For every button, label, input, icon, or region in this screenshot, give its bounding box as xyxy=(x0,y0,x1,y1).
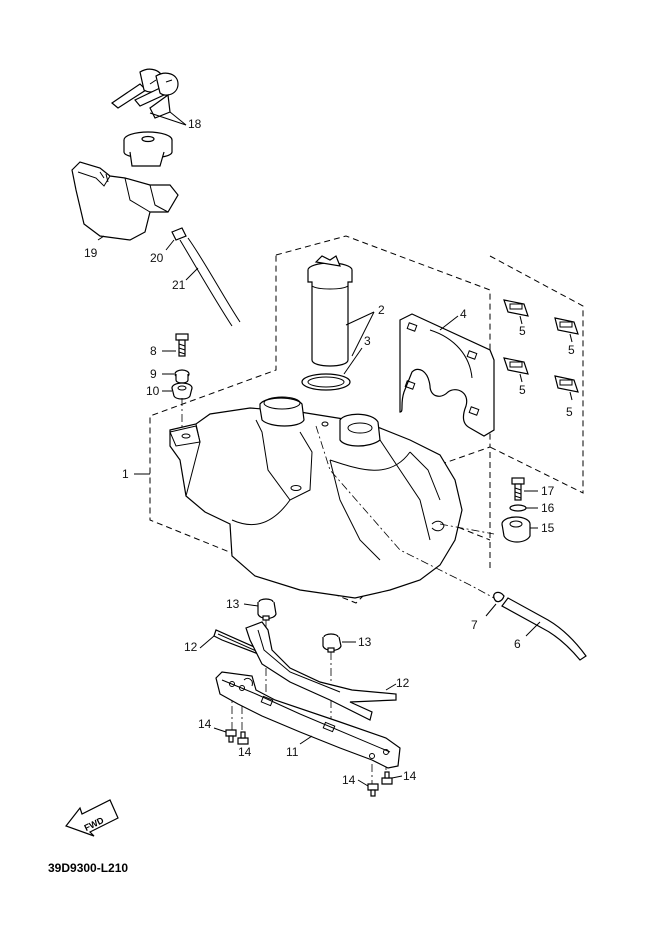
bolt-14-d xyxy=(381,771,393,785)
washer-9 xyxy=(174,369,190,384)
label-13-a: 13 xyxy=(226,597,240,611)
hose-clamp-7 xyxy=(493,591,505,603)
lock-cap xyxy=(123,131,173,167)
label-5-c: 5 xyxy=(519,383,526,397)
label-10: 10 xyxy=(146,384,160,398)
bracket-19 xyxy=(71,161,179,241)
label-12-a: 12 xyxy=(184,640,198,654)
label-5-d: 5 xyxy=(566,405,573,419)
grommet-group-outline xyxy=(439,452,491,568)
label-5-b: 5 xyxy=(568,343,575,357)
bracket-plate-11 xyxy=(215,671,401,769)
label-1: 1 xyxy=(122,467,129,481)
label-14-b: 14 xyxy=(238,745,252,759)
grommet-15 xyxy=(501,516,531,543)
label-12-b: 12 xyxy=(396,676,410,690)
clip-group-outline xyxy=(489,255,584,494)
label-21: 21 xyxy=(172,278,186,292)
gasket-plate xyxy=(399,313,495,437)
label-13-b: 13 xyxy=(358,635,372,649)
bolt-14-b xyxy=(237,731,249,745)
label-14-c: 14 xyxy=(342,773,356,787)
label-7: 7 xyxy=(471,618,478,632)
label-19: 19 xyxy=(84,246,98,260)
label-14-a: 14 xyxy=(198,717,212,731)
clip-4 xyxy=(554,375,579,393)
clip-2 xyxy=(554,317,579,335)
label-6: 6 xyxy=(514,637,521,651)
bolt-8 xyxy=(175,333,189,357)
grommet-10 xyxy=(171,382,193,400)
label-11: 11 xyxy=(286,745,299,759)
label-8: 8 xyxy=(150,344,157,358)
washer-16 xyxy=(509,504,527,512)
rubber-strip-12-b xyxy=(245,621,397,721)
label-4: 4 xyxy=(460,307,467,321)
forward-arrow-icon: FWD xyxy=(65,799,119,837)
clip-3 xyxy=(503,357,529,375)
hose-6 xyxy=(501,597,587,661)
label-15: 15 xyxy=(541,521,555,535)
bolt-14-c xyxy=(367,783,379,797)
key-set xyxy=(111,68,179,119)
filler-neck xyxy=(307,255,353,367)
label-16: 16 xyxy=(541,501,555,515)
clip-1 xyxy=(503,299,529,317)
label-2: 2 xyxy=(378,303,385,317)
bolt-14-a xyxy=(225,729,237,743)
label-3: 3 xyxy=(364,334,371,348)
label-18: 18 xyxy=(188,117,202,131)
damper-13-b xyxy=(322,633,342,653)
damper-13-a xyxy=(257,598,277,621)
label-9: 9 xyxy=(150,367,157,381)
label-14-d: 14 xyxy=(403,769,417,783)
label-17: 17 xyxy=(541,484,555,498)
seal-ring xyxy=(301,373,351,391)
bolt-17 xyxy=(511,477,525,501)
label-20: 20 xyxy=(150,251,164,265)
fuel-tank xyxy=(169,396,463,599)
label-5-a: 5 xyxy=(519,324,526,338)
diagram-code: 39D9300-L210 xyxy=(48,861,128,875)
